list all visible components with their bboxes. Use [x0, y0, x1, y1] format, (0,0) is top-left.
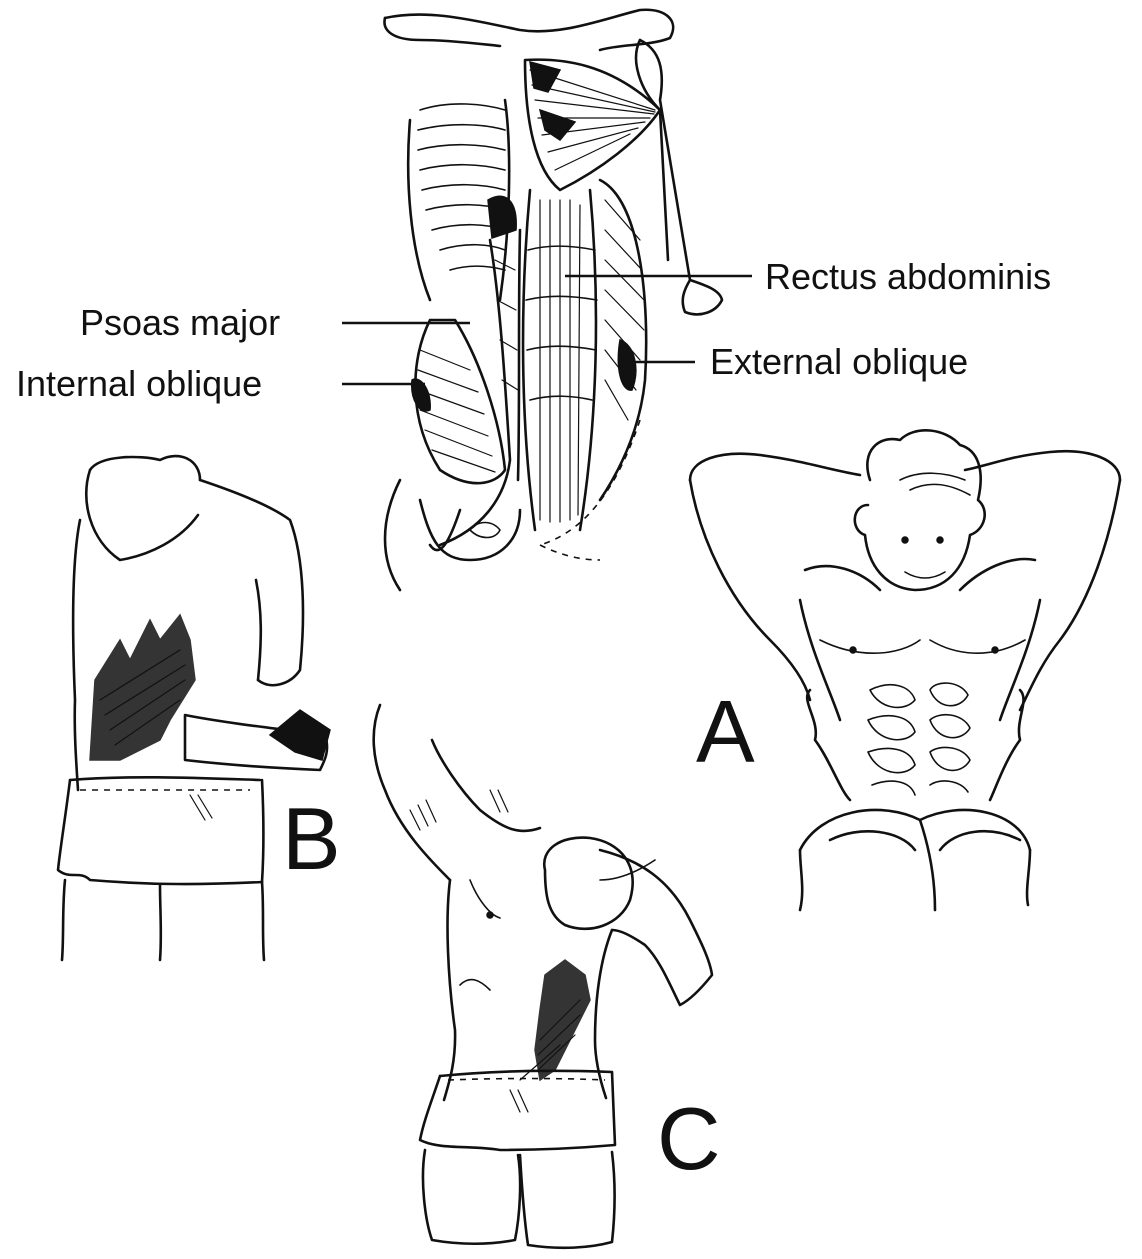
panel-label-a: A [696, 682, 755, 781]
panel-label-b: B [282, 789, 341, 888]
rectus-abdominis-muscle [523, 190, 597, 530]
panel-a-drawing [690, 430, 1120, 910]
abdominal-segments [868, 683, 970, 795]
pelvis [385, 480, 600, 590]
panel-label-c: C [657, 1089, 721, 1188]
label-external-oblique: External oblique [710, 341, 968, 382]
panel-c-oblique-shading [520, 960, 590, 1080]
label-psoas-major: Psoas major [80, 302, 280, 343]
panel-b-oblique-shading [90, 615, 195, 760]
internal-oblique-muscle [412, 320, 505, 483]
label-internal-oblique: Internal oblique [16, 363, 262, 404]
label-leaders [342, 276, 752, 384]
torso-anatomy-drawing [384, 10, 722, 590]
label-rectus-abdominis: Rectus abdominis [765, 256, 1051, 297]
head [855, 430, 985, 590]
